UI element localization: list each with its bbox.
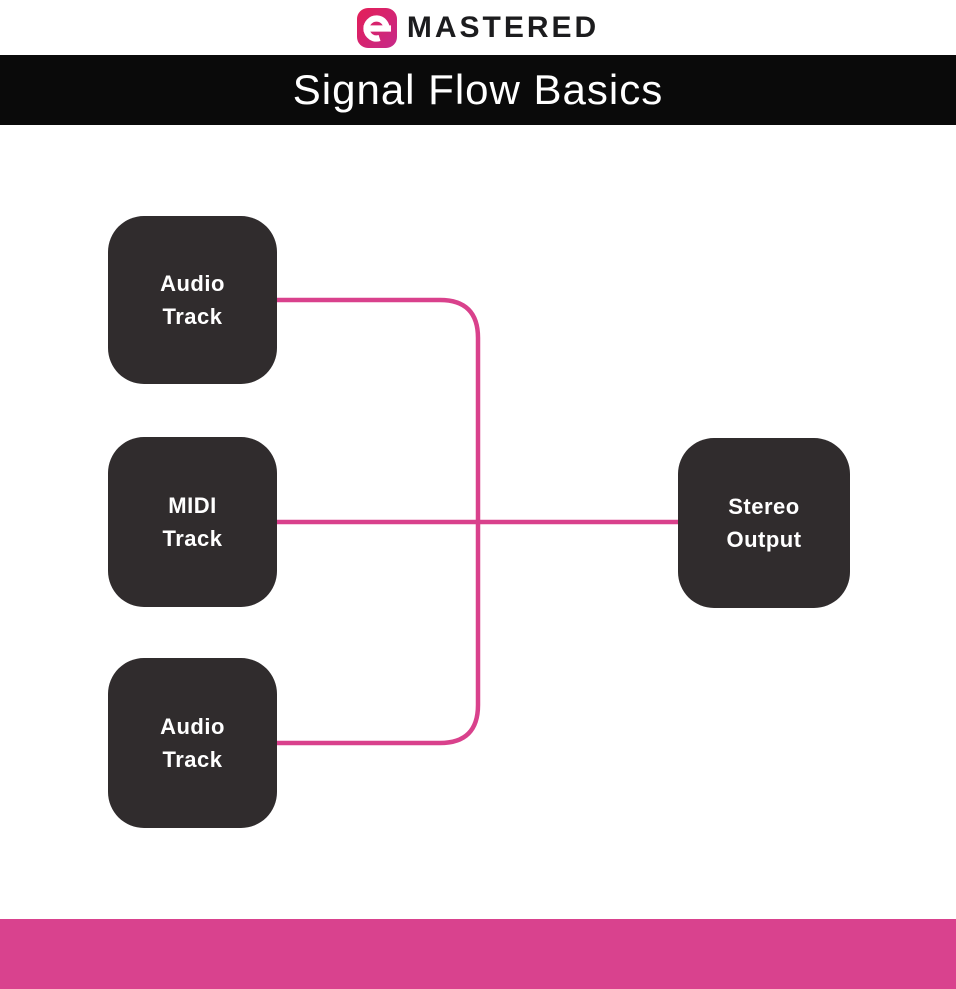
brand-name: MASTERED [406,10,600,44]
node-label: Track [162,304,223,329]
node-label: Audio [160,271,225,296]
node-audio-track-1: Audio Track [108,216,277,384]
node-label: Stereo [728,494,800,519]
page-title: Signal Flow Basics [292,66,664,113]
node-label: MIDI [168,493,217,518]
node-midi-track: MIDI Track [108,437,277,607]
node-label: Audio [160,714,225,739]
node-label: Output [726,527,802,552]
footer-band [0,919,956,989]
node-stereo-output: Stereo Output [678,438,850,608]
title-bar: Signal Flow Basics [0,55,956,125]
node-label: Track [162,747,223,772]
emastered-e-icon [356,7,397,48]
node-audio-track-2: Audio Track [108,658,277,828]
node-label: Track [162,526,223,551]
brand-logo: MASTERED [356,7,600,48]
header: MASTERED [0,0,956,55]
